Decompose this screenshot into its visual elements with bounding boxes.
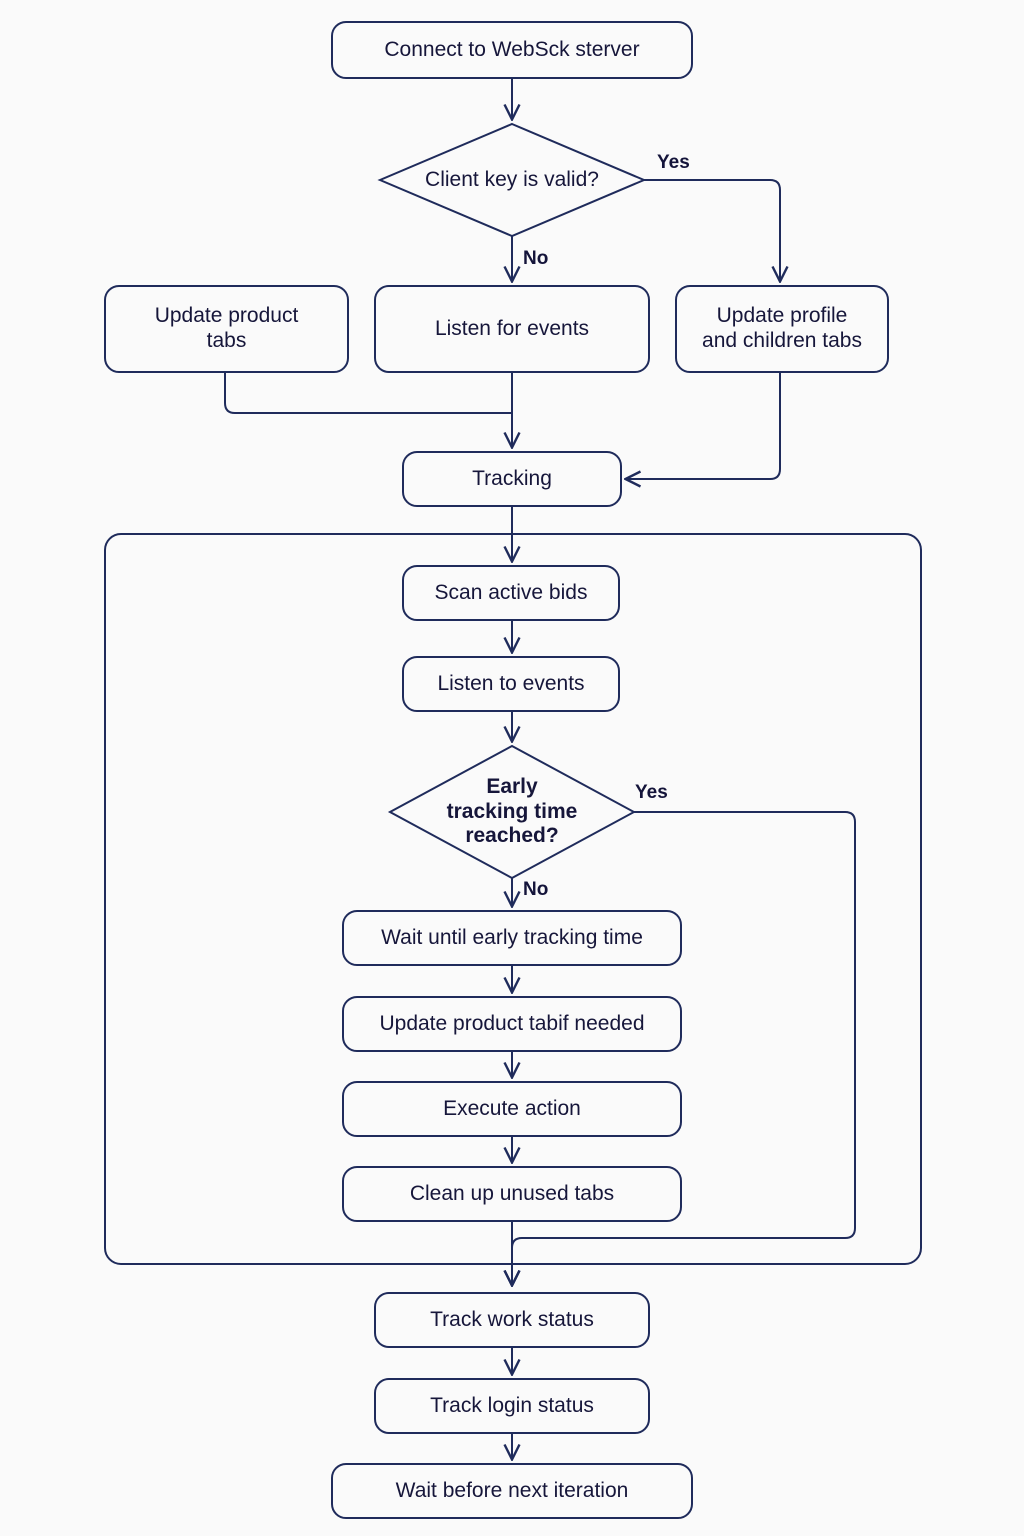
node-track-login-shape [374, 1378, 650, 1434]
node-scan-bids-shape [402, 565, 620, 621]
node-early-time-shape [387, 744, 637, 880]
node-listen-events-shape [374, 285, 650, 373]
node-wait-next-shape [331, 1463, 693, 1519]
node-execute-shape [342, 1081, 682, 1137]
node-connect-shape [331, 21, 693, 79]
node-cleanup-shape [342, 1166, 682, 1222]
node-wait-early-shape [342, 910, 682, 966]
node-client-key-shape [377, 122, 647, 238]
edge-earlytime-yes-loopback [512, 811, 856, 1284]
edge-updateproduct-to-trunk [224, 372, 512, 414]
edge-updateprofile-to-tracking [627, 372, 781, 479]
edge-clientkey-yes-to-profile [644, 179, 780, 280]
node-update-profile-shape [675, 285, 889, 373]
node-listen-to-shape [402, 656, 620, 712]
node-track-work-shape [374, 1292, 650, 1348]
node-tracking-shape [402, 451, 622, 507]
node-update-product-shape [104, 285, 349, 373]
node-update-tabif-shape [342, 996, 682, 1052]
